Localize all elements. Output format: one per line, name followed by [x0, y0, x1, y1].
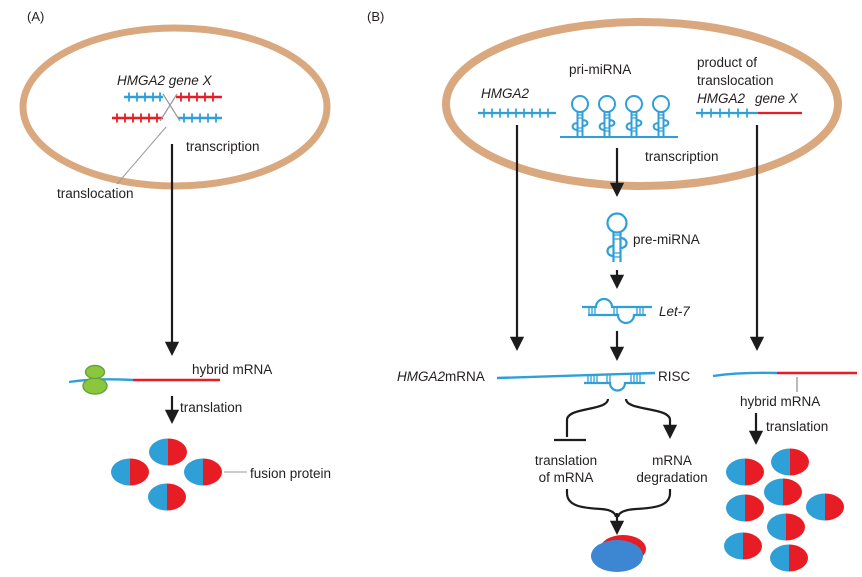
chromosome-hmga2-bottom: [178, 113, 222, 123]
label-translation-of-mrna: translation of mRNA: [525, 452, 607, 486]
label-product-of-translocation: product of translocation HMGA2 gene X: [697, 54, 798, 108]
label-fusion-protein: fusion protein: [250, 466, 332, 481]
chromosome-genex-bottom: [112, 113, 163, 123]
label-translation-b: translation: [766, 419, 829, 434]
label-mrna-degradation-line2: degradation: [636, 470, 708, 485]
pri-mirna-hairpins: [560, 95, 678, 138]
label-mrna-degradation-line1: mRNA: [652, 453, 692, 468]
label-hmga2-mrna-suffix: mRNA: [445, 369, 485, 384]
fusion-proteins-a: [111, 438, 222, 511]
chromosome-genex-top: [176, 92, 222, 102]
ribosome-icon: [82, 364, 108, 395]
label-translation-of-mrna-line2: of mRNA: [538, 470, 594, 485]
translocation-pointer-line: [116, 126, 167, 185]
degradation-branch-arrow: [624, 398, 678, 440]
label-mrna-degradation: mRNA degradation: [627, 452, 717, 486]
nucleus-a: [19, 24, 331, 190]
risc-duplex: [584, 374, 645, 392]
crossover-x: [159, 93, 181, 122]
label-product-line2: translocation: [697, 73, 774, 88]
label-product-line1: product of: [697, 55, 758, 70]
label-hybrid-mrna-a: hybrid mRNA: [192, 362, 273, 377]
nucleus-b: [442, 18, 842, 190]
label-transcription-a: transcription: [186, 139, 260, 154]
let7-duplex: [582, 297, 652, 325]
chromosome-hmga2-top: [124, 92, 163, 102]
converge-left: [565, 489, 618, 518]
panel-a-tag: (A): [27, 9, 45, 24]
label-translocation: translocation: [57, 186, 134, 201]
label-pri-mirna: pri-miRNA: [569, 62, 632, 77]
label-hmga2-mrna-gene: HMGA2: [397, 369, 446, 384]
gene-hmga2-b: [478, 108, 556, 118]
label-pre-mirna: pre-miRNA: [633, 232, 700, 247]
inhibition-branch: [565, 398, 610, 437]
label-risc: RISC: [658, 369, 691, 384]
label-product-hmga2: HMGA2: [697, 91, 746, 106]
label-genex-a: gene X: [168, 73, 212, 88]
label-translation-of-mrna-line1: translation: [534, 453, 598, 468]
panel-b-shapes: [442, 18, 857, 572]
hybrid-mrna-blue-b: [712, 371, 778, 378]
panel-a-shapes: [19, 24, 331, 511]
label-hmga2-a: HMGA2: [117, 73, 166, 88]
pre-mirna-hairpin: [606, 212, 628, 262]
label-product-genex: gene X: [755, 91, 798, 106]
hmga2-mrna-line: [496, 371, 656, 380]
label-gene-names-a: HMGA2 gene X: [117, 72, 212, 89]
panel-b-tag: (B): [367, 9, 385, 24]
label-hmga2-b: HMGA2: [481, 86, 530, 101]
label-hmga2-mrna: HMGA2mRNA: [397, 368, 485, 385]
label-translation-a: translation: [180, 400, 243, 415]
label-let7: Let-7: [659, 304, 690, 319]
hmga2-protein-absent: [591, 535, 646, 572]
gene-product-translocation: [696, 108, 802, 118]
converge-right: [616, 489, 672, 518]
label-hybrid-mrna-b: hybrid mRNA: [740, 394, 821, 409]
fusion-proteins-b: [724, 448, 844, 572]
label-transcription-b: transcription: [645, 149, 719, 164]
